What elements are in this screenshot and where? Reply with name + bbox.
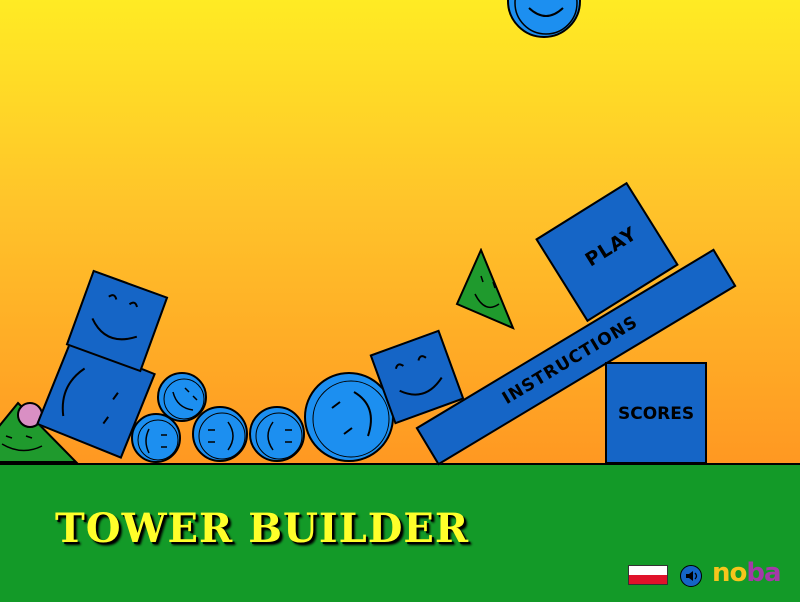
green-triangle-floating — [455, 248, 515, 330]
block-face-icon — [61, 367, 119, 425]
speaker-icon[interactable] — [680, 565, 702, 587]
ball-face-icon — [514, 0, 578, 35]
ball-small-2 — [157, 372, 207, 422]
ball-face-icon — [163, 378, 205, 420]
ball-face-icon — [312, 380, 390, 458]
scores-button[interactable]: SCORES — [605, 362, 707, 464]
ball-small-4 — [249, 406, 305, 462]
block-square-upper-left — [65, 269, 169, 373]
block-square-middle — [369, 329, 465, 425]
ball-face-icon — [255, 412, 303, 460]
ball-small-1 — [131, 413, 181, 463]
ball-face-icon — [137, 419, 179, 461]
falling-ball — [507, 0, 581, 38]
ball-large — [304, 372, 394, 462]
block-face-icon — [394, 355, 443, 396]
game-title: TOWER BUILDER — [55, 505, 470, 552]
polish-flag-icon[interactable] — [628, 565, 668, 585]
block-square-lower-left — [36, 339, 156, 459]
play-label: PLAY — [581, 222, 642, 272]
ball-face-icon — [198, 412, 246, 460]
block-face-icon — [91, 294, 138, 341]
noba-logo[interactable]: noba — [712, 558, 782, 588]
scores-label: SCORES — [618, 404, 695, 424]
ball-small-3 — [192, 406, 248, 462]
